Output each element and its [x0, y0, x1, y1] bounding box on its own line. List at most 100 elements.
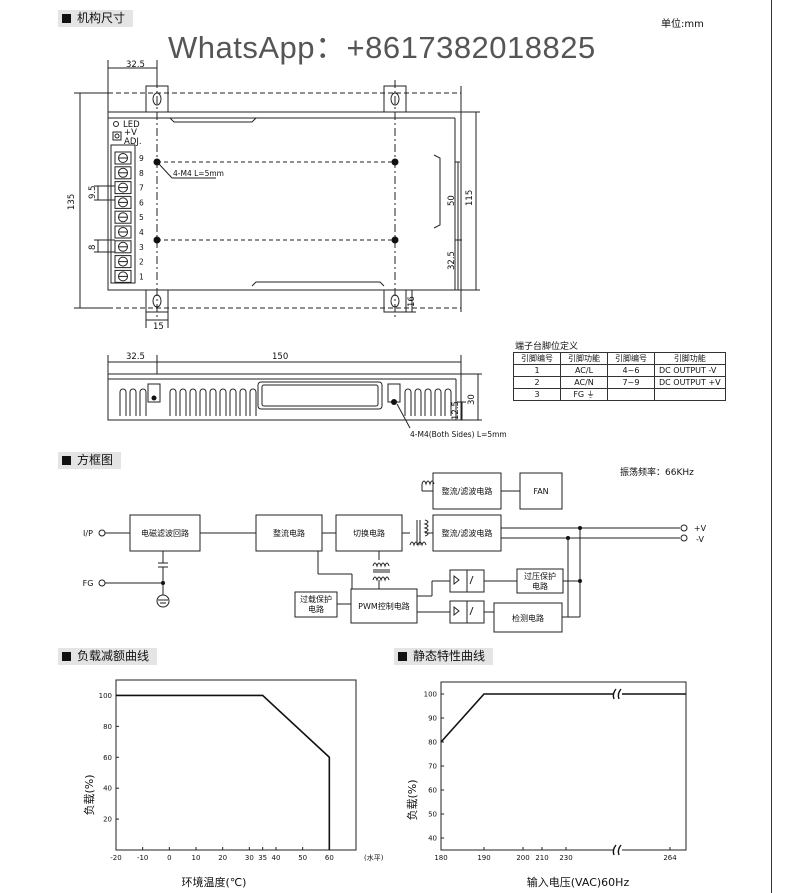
led-label: LED: [123, 120, 140, 130]
vent-slot: [239, 388, 247, 416]
section-title: 负载减额曲线: [77, 649, 150, 663]
detect-block: 检测电路: [512, 613, 544, 623]
y-axis-label: 负载(%): [405, 779, 419, 820]
x-tick-label: 210: [535, 854, 548, 862]
terminal-number: 3: [139, 243, 144, 252]
y-tick-label: 60: [428, 787, 437, 795]
m4-label: 4-M4 L=5mm: [173, 169, 224, 178]
pwm-block: PWM控制电路: [358, 601, 410, 611]
m4-side-label: 4-M4(Both Sides) L=5mm: [410, 430, 507, 439]
vent-slot: [189, 388, 197, 416]
y-tick-label: 40: [428, 835, 437, 843]
square-bullet-icon: [62, 456, 71, 465]
x-axis-label: 输入电压(VAC)60Hz: [527, 875, 630, 889]
vadj-label-1: +V: [124, 128, 137, 138]
terminal-number: 1: [139, 272, 144, 281]
dim-135: 135: [67, 194, 77, 210]
x-axis-note: (水平): [364, 853, 384, 862]
vent-slot: [169, 388, 177, 416]
ip-label: I/P: [83, 529, 93, 538]
y-tick-label: 100: [99, 692, 112, 700]
x-tick-label: 264: [663, 854, 677, 862]
x-tick-label: 50: [298, 854, 307, 862]
axis-break-icon: [612, 844, 622, 856]
unit-label: 单位:mm: [661, 19, 704, 30]
y-tick-label: 20: [103, 816, 112, 824]
y-tick-label: 60: [103, 754, 112, 762]
dim-9-5: 9.5: [88, 185, 98, 199]
x-tick-label: 200: [516, 854, 529, 862]
side-dim-150: 150: [272, 352, 288, 362]
dim-50: 50: [447, 195, 457, 206]
square-bullet-icon: [62, 14, 71, 23]
section-header-derating: 负载减额曲线: [58, 648, 158, 665]
y-tick-label: 90: [428, 715, 437, 723]
derating-series-line: [116, 694, 331, 850]
dim-16: 16: [407, 296, 417, 307]
vplus-label: +V: [694, 524, 707, 533]
y-tick-label: 40: [103, 785, 112, 793]
section-header-static: 静态特性曲线: [394, 648, 494, 665]
square-bullet-icon: [62, 652, 71, 661]
section-header-mechanical: 机构尺寸: [58, 10, 134, 27]
vminus-label: -V: [696, 535, 704, 544]
vent-slot: [424, 388, 432, 416]
x-tick-label: 35: [258, 854, 267, 862]
y-tick-label: 70: [428, 763, 437, 771]
vent-slot: [199, 388, 207, 416]
terminal-number: 2: [139, 258, 144, 267]
side-dim-12-5: 12.5: [451, 401, 461, 420]
x-tick-label: 230: [559, 854, 572, 862]
x-tick-label: 180: [434, 854, 447, 862]
fg-label: FG: [83, 579, 94, 588]
x-tick-label: 40: [272, 854, 281, 862]
watermark-text: WhatsApp：+8617382018825: [168, 30, 596, 65]
dim-115: 115: [465, 190, 475, 206]
ovp-label-2: 电路: [532, 581, 548, 591]
x-tick-label: 30: [245, 854, 254, 862]
page-border-right: [771, 0, 772, 893]
side-dim-30: 30: [467, 394, 477, 405]
fan-block: FAN: [533, 487, 548, 496]
ovp-label-1: 过压保护: [524, 571, 556, 581]
terminal-number: 7: [139, 184, 144, 193]
vent-slot: [229, 388, 237, 416]
vent-slot: [414, 388, 422, 416]
dim-8: 8: [88, 245, 98, 250]
pin-table-title: 端子台脚位定义: [515, 342, 579, 352]
terminal-number: 9: [139, 154, 144, 163]
y-tick-label: 80: [103, 723, 112, 731]
olp-label-2: 电路: [308, 604, 324, 614]
y-tick-label: 80: [428, 739, 437, 747]
output-rectifier-block: 整流/滤波电路: [442, 528, 493, 538]
x-tick-label: 190: [477, 854, 490, 862]
vent-slot: [219, 388, 227, 416]
section-title: 静态特性曲线: [413, 649, 486, 663]
plot-frame: [115, 679, 357, 851]
rectifier-block: 整流电路: [273, 528, 305, 538]
plot-frame: [440, 681, 687, 851]
section-header-block: 方框图: [58, 452, 122, 469]
y-tick-label: 50: [428, 811, 437, 819]
table-cell: [654, 388, 726, 401]
square-bullet-icon: [398, 652, 407, 661]
oscillation-frequency: 振荡频率：66KHz: [620, 468, 694, 478]
ventilation-slots: [119, 388, 452, 416]
vadj-label-2: ADJ.: [124, 137, 142, 147]
terminal-screws: [114, 151, 132, 283]
static-series-line: [440, 693, 686, 743]
section-title: 机构尺寸: [77, 11, 126, 25]
x-tick-label: -20: [110, 854, 121, 862]
vent-slot: [444, 388, 452, 416]
y-tick-label: 100: [424, 691, 437, 699]
x-tick-label: 0: [167, 854, 171, 862]
